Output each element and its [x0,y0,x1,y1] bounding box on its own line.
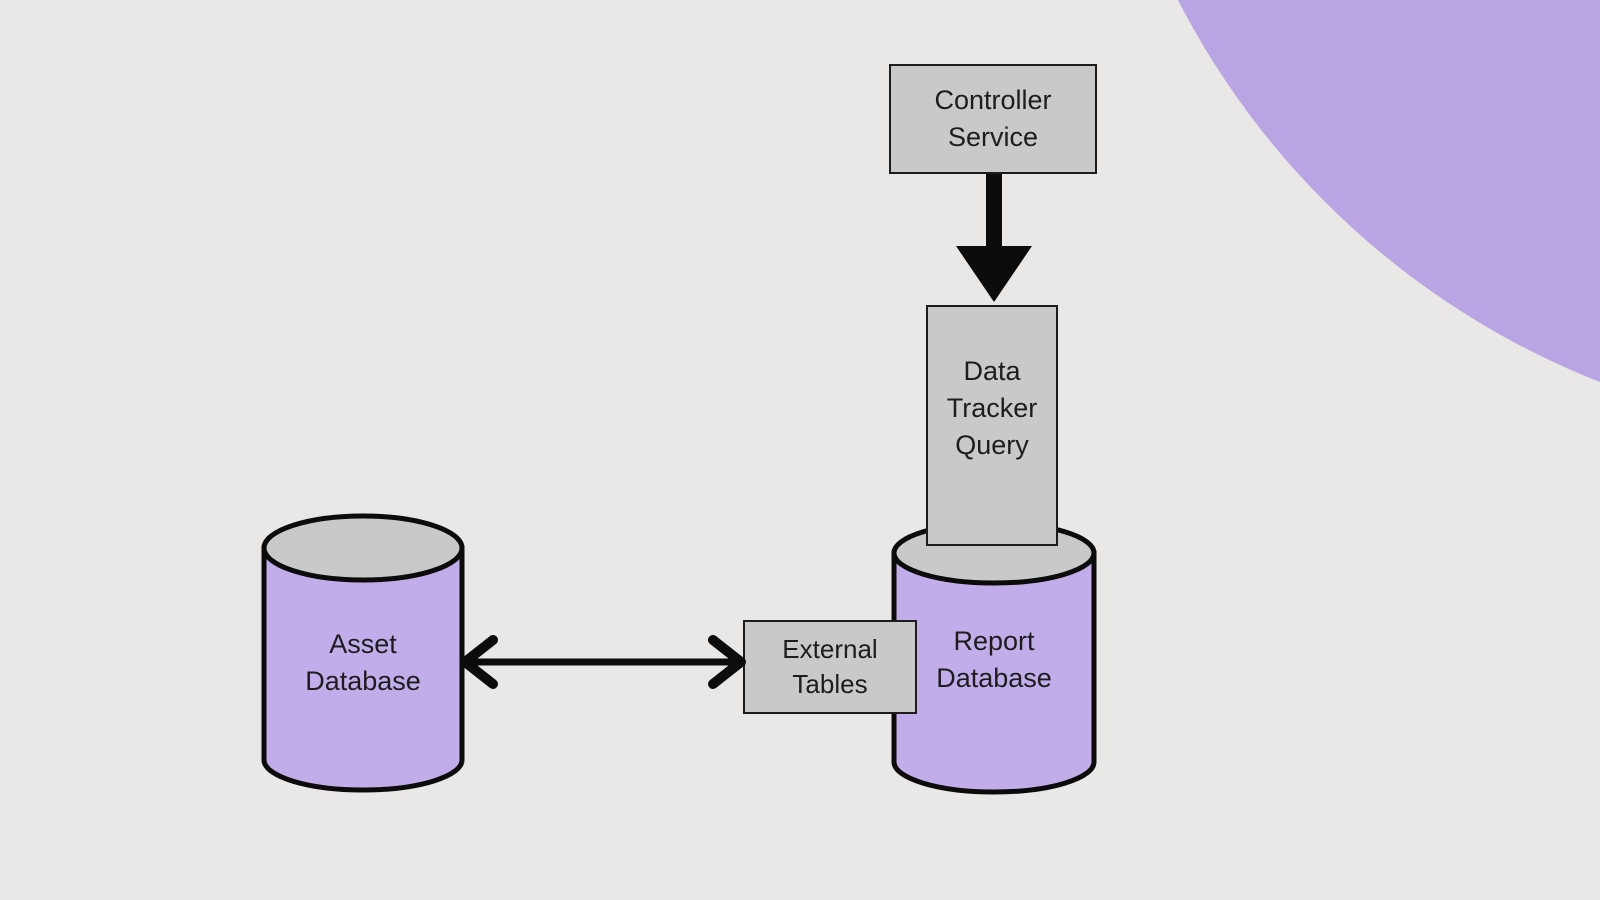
controller-service-node[interactable]: Controller Service [889,64,1097,174]
report-database-cylinder[interactable] [891,520,1097,795]
data-tracker-query-label-line1: Data [963,356,1021,386]
data-tracker-query-label-line3: Query [955,430,1029,460]
data-tracker-query-label-line2: Tracker [946,393,1038,423]
controller-service-label-line1: Controller [934,85,1052,115]
external-tables-label-line1: External [782,634,878,664]
double-arrow-right-head-icon [708,635,746,689]
asset-database-cylinder-top [261,513,465,583]
decor-corner-circle [1089,0,1600,438]
down-arrow-icon [956,174,1032,302]
external-tables-label-line2: Tables [792,669,868,699]
report-database-cylinder-body [891,550,1097,795]
down-arrow-connector[interactable] [955,174,1033,303]
asset-database-cylinder[interactable] [261,513,465,793]
asset-database-cylinder-body [261,545,465,793]
data-tracker-query-node[interactable]: Data Tracker Query [926,305,1058,546]
double-arrow-connector[interactable] [459,630,747,694]
double-arrow-left-head-icon [460,635,498,689]
external-tables-node[interactable]: External Tables [743,620,917,714]
controller-service-label-line2: Service [947,122,1039,152]
